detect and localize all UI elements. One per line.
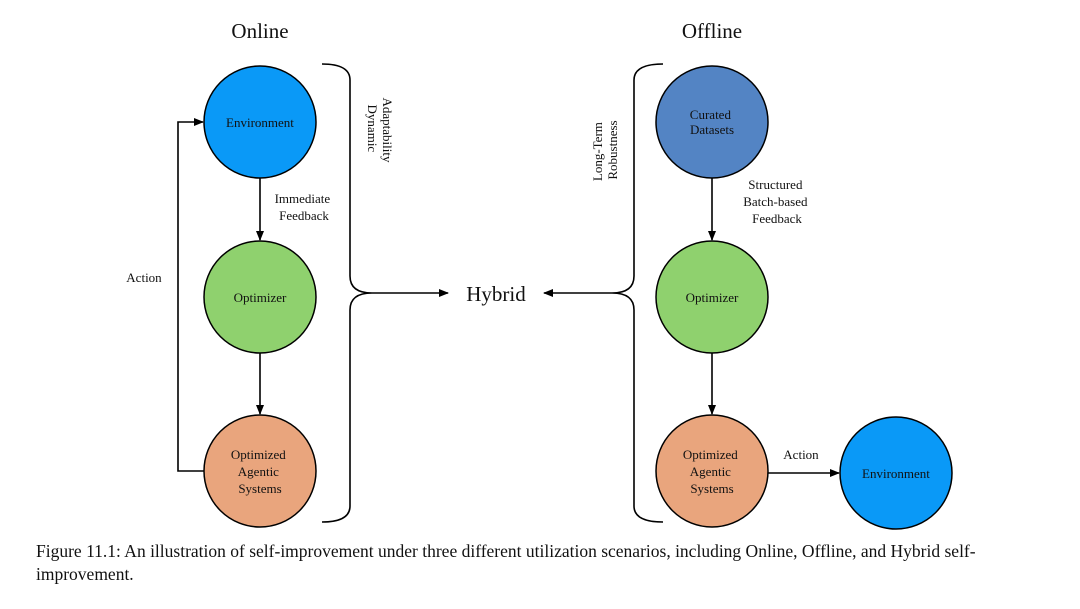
self-improvement-diagram: Online Offline Environment Optimizer Opt… [126, 19, 953, 530]
svg-text:Long-Term Robustness: Long-Term Robustness [590, 119, 620, 181]
offline-feedback-line-3: Feedback [752, 211, 802, 226]
offline-brace-line-1: Long-Term [590, 122, 605, 181]
offline-systems-line-3: Systems [690, 481, 733, 496]
online-action-feedback-loop [177, 118, 204, 472]
online-heading: Online [231, 19, 288, 43]
online-optimizer-label: Optimizer [234, 290, 287, 305]
offline-systems-label: Optimized Agentic Systems [683, 447, 741, 496]
offline-environment-node [839, 416, 953, 530]
offline-heading: Offline [682, 19, 742, 43]
offline-datasets-line-2: Datasets [690, 122, 734, 137]
offline-systems-node [655, 414, 769, 528]
offline-brace [611, 63, 664, 523]
offline-feedback-line-1: Structured [748, 177, 803, 192]
offline-datasets-label: Curated Datasets [690, 107, 734, 137]
svg-text:Dynamic Adaptability: Dynamic Adaptability [365, 98, 395, 163]
offline-systems-line-1: Optimized [683, 447, 738, 462]
online-action-label: Action [126, 270, 162, 285]
figure-caption: Figure 11.1: An illustration of self-imp… [36, 541, 976, 584]
offline-datasets-line-1: Curated [690, 107, 732, 122]
online-systems-line-2: Agentic [238, 464, 279, 479]
online-brace [321, 63, 373, 523]
online-brace-line-2: Adaptability [380, 98, 395, 163]
offline-brace-label: Long-Term Robustness [590, 119, 620, 181]
online-systems-label: Optimized Agentic Systems [231, 447, 289, 496]
online-brace-line-1: Dynamic [365, 105, 380, 153]
online-feedback-label: Immediate Feedback [275, 191, 334, 223]
online-brace-label: Dynamic Adaptability [365, 98, 395, 163]
offline-systems-line-2: Agentic [690, 464, 731, 479]
offline-action-label: Action [783, 447, 819, 462]
online-systems-line-3: Systems [238, 481, 281, 496]
online-feedback-line-2: Feedback [279, 208, 329, 223]
online-systems-line-1: Optimized [231, 447, 286, 462]
online-feedback-line-1: Immediate [275, 191, 331, 206]
offline-feedback-line-2: Batch-based [743, 194, 808, 209]
hybrid-label: Hybrid [466, 282, 526, 306]
offline-optimizer-label: Optimizer [686, 290, 739, 305]
offline-brace-line-2: Robustness [605, 120, 620, 179]
online-environment-label: Environment [226, 115, 294, 130]
offline-feedback-label: Structured Batch-based Feedback [743, 177, 811, 226]
offline-environment-label: Environment [862, 466, 930, 481]
